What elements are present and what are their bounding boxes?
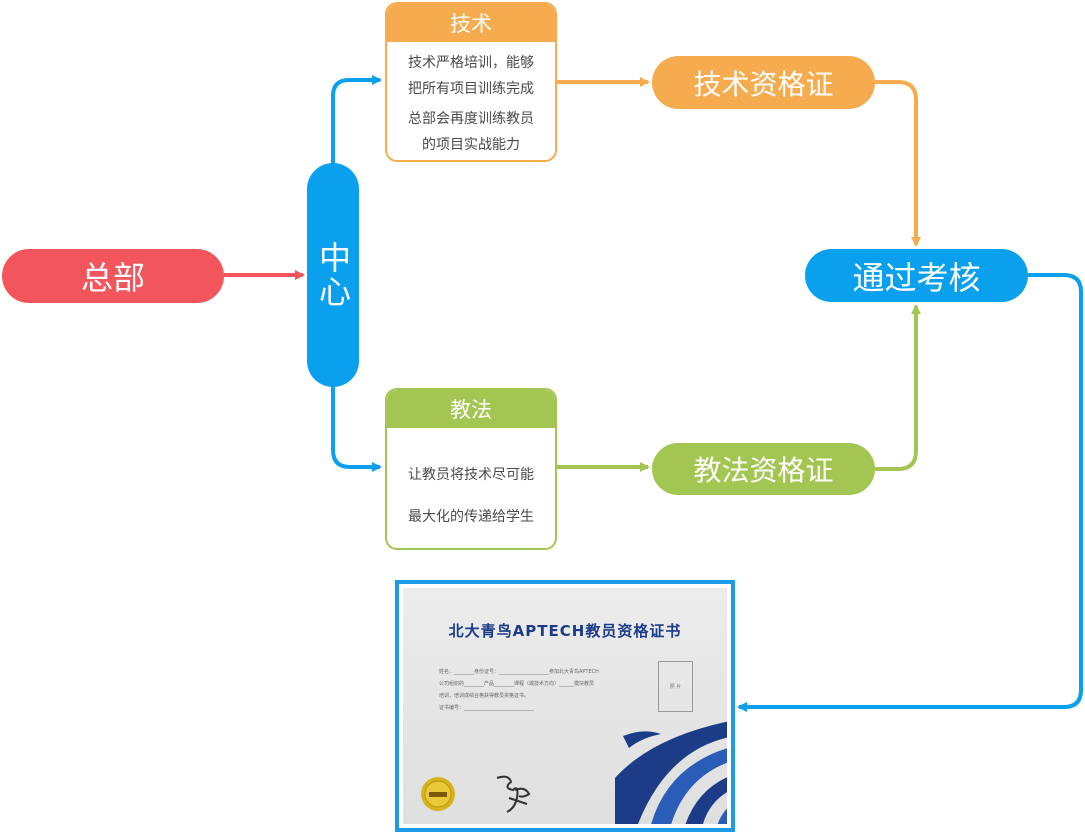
certificate-text-line: 培训，培训成绩合格获得教员资格证书。 [439,693,530,699]
method-card-body: 让教员将技术尽可能 最大化的传递给学生 [387,428,555,538]
certificate-title: 北大青鸟APTECH教员资格证书 [448,622,682,640]
certificate-swoosh-graphic [615,721,727,824]
certificate-photo-box: 照 片 [658,661,693,712]
arrow-exam-to-certificate [737,273,1083,712]
tech-card-body: 技术严格培训，能够 把所有项目训练完成 总部会再度训练教员 的项目实战能力 [387,42,555,158]
method-cert-node: 教法资格证 [652,443,875,495]
tech-card-line: 把所有项目训练完成 [408,81,534,97]
method-card-title: 教法 [387,390,555,428]
certificate-text-line: 证书编号：____________________________ [439,705,535,711]
tech-card-title: 技术 [387,4,555,42]
method-card: 教法 让教员将技术尽可能 最大化的传递给学生 [385,388,557,550]
method-card-line: 最大化的传递给学生 [408,509,534,525]
tech-card-line: 技术严格培训，能够 [408,55,534,71]
certificate-paper: 北大青鸟APTECH教员资格证书 姓名：________身份证号：_______… [403,588,727,824]
certificate-text-line: 姓名：________身份证号：____________________参加北大… [439,669,599,675]
certificate-text-line: 公司组织的________产品________课程（或技术方向）______模块… [439,681,595,687]
arrow-center-to-method [331,385,382,472]
arrow-center-to-tech [331,75,382,165]
center-node: 中心 [307,163,359,387]
gold-seal-icon [421,777,455,811]
arrow-methodcert-to-exam [875,304,921,471]
tech-card-line: 总部会再度训练教员 [408,111,534,127]
method-card-line: 让教员将技术尽可能 [408,467,534,483]
pass-exam-node: 通过考核 [805,249,1028,302]
tech-card-line: 的项目实战能力 [422,137,520,153]
arrow-techcert-to-exam [875,80,921,247]
certificate-image: 北大青鸟APTECH教员资格证书 姓名：________身份证号：_______… [395,580,735,832]
hq-node: 总部 [2,249,224,303]
tech-card: 技术 技术严格培训，能够 把所有项目训练完成 总部会再度训练教员 的项目实战能力 [385,2,557,162]
signature-icon [496,775,531,813]
tech-cert-node: 技术资格证 [652,56,875,109]
